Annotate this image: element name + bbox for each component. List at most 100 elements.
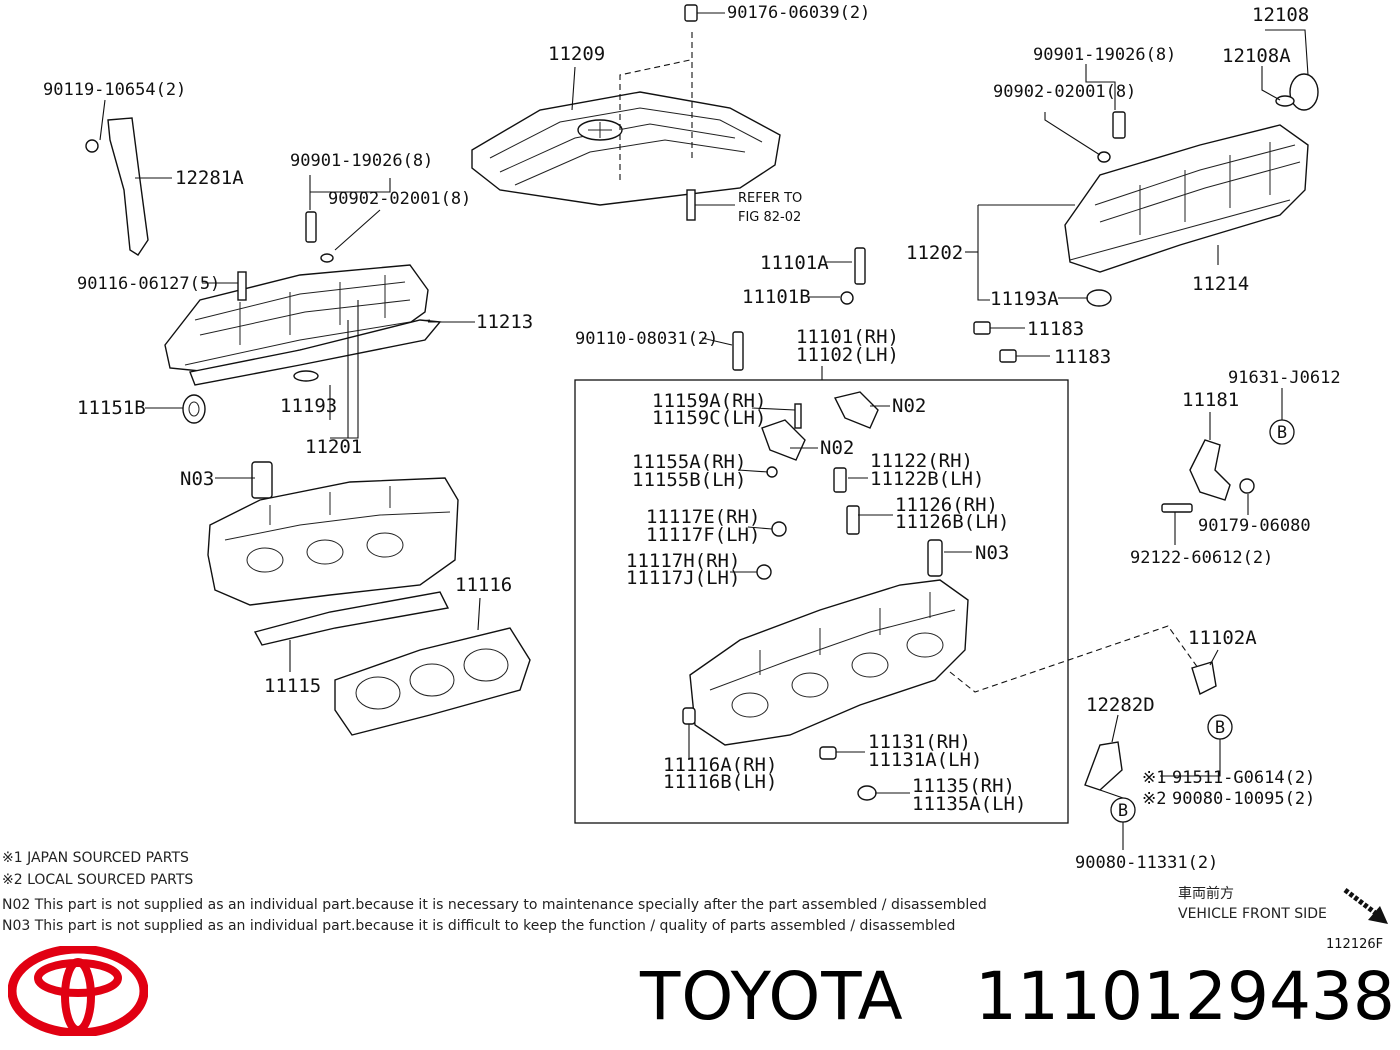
oil-filler-cap-part	[1289, 73, 1319, 111]
engine-hanger-rh-part	[1084, 741, 1123, 791]
manifold-gasket-part	[253, 591, 450, 646]
oil-seal-part	[182, 394, 206, 424]
camshaft-bolt-part	[854, 247, 866, 285]
valve-guide-part	[833, 467, 847, 493]
label-11135: 11135(RH)	[912, 775, 1015, 797]
label-90110-08031: 90110-08031(2)	[575, 329, 718, 349]
label-90901-19026-lh: 90901-19026(8)	[290, 151, 433, 171]
label-90119-10654: 90119-10654(2)	[43, 80, 186, 100]
label-11159c: 11159C(LH)	[652, 407, 766, 429]
stud-part	[237, 271, 247, 301]
bearing-cap-part	[761, 419, 806, 461]
label-mark-2: ※2	[1142, 789, 1166, 809]
label-12108a: 12108A	[1222, 45, 1291, 67]
label-11102-lh: 11102(LH)	[796, 344, 899, 366]
label-11122b: 11122B(LH)	[870, 468, 984, 490]
label-mark-1: ※1	[1142, 768, 1166, 788]
label-11122: 11122(RH)	[870, 450, 973, 472]
label-90901-19026-rh: 90901-19026(8)	[1033, 45, 1176, 65]
label-n02-lower: N02	[820, 437, 854, 459]
label-11213: 11213	[476, 311, 533, 333]
label-11116b: 11116B(LH)	[663, 771, 777, 793]
label-11117j: 11117J(LH)	[626, 567, 740, 589]
toyota-logo-icon	[8, 946, 148, 1036]
svg-text:B: B	[1215, 718, 1225, 738]
cylinder-head-gasket-part	[334, 627, 531, 736]
reference-marker-b: B	[1110, 797, 1136, 823]
label-fig-82-02: FIG 82-02	[738, 210, 801, 225]
dowel-pin-part	[251, 461, 273, 499]
orientation-label-en: VEHICLE FRONT SIDE	[1178, 906, 1327, 922]
plug-tube-gasket-part	[293, 370, 319, 382]
cover-bolt-rh-part	[1112, 111, 1126, 139]
brand-name: TOYOTA	[640, 958, 904, 1035]
part-number: 1110129438	[975, 958, 1395, 1035]
label-n03-right: N03	[975, 542, 1009, 564]
label-12281a: 12281A	[175, 167, 244, 189]
label-11101a: 11101A	[760, 252, 829, 274]
label-n02-upper: N02	[892, 395, 926, 417]
reference-marker-b: B	[1269, 419, 1295, 445]
cover-washer-rh-part	[1097, 151, 1111, 163]
figure-id: 112126F	[1326, 937, 1383, 952]
cover-stud-part	[686, 189, 735, 221]
label-90902-02001-rh: 90902-02001(8)	[993, 82, 1136, 102]
label-11193a: 11193A	[990, 288, 1059, 310]
label-90080-10095: 90080-10095(2)	[1172, 789, 1315, 809]
label-11131a: 11131A(LH)	[868, 749, 982, 771]
plug-tube-gasket-rh-part	[1086, 289, 1112, 307]
valve-guide-part	[846, 505, 860, 535]
assembly-guide-line	[949, 625, 1199, 693]
label-11155b: 11155B(LH)	[632, 469, 746, 491]
reference-marker-b: B	[1207, 714, 1233, 740]
note-n03: N03 This part is not supplied as an indi…	[2, 918, 955, 934]
orientation-label-jp: 車両前方	[1178, 885, 1234, 902]
label-11131: 11131(RH)	[868, 731, 971, 753]
engine-hanger-part	[107, 117, 149, 256]
label-92122-60612: 92122-60612(2)	[1130, 548, 1273, 568]
label-refer-to: REFER TO	[738, 191, 802, 206]
label-11181: 11181	[1182, 389, 1239, 411]
label-11115: 11115	[264, 675, 321, 697]
camshaft-washer-part	[840, 291, 854, 305]
label-11126b: 11126B(LH)	[895, 511, 1009, 533]
note-n02: N02 This part is not supplied as an indi…	[2, 897, 987, 913]
plug-part	[973, 321, 991, 335]
bracket-part	[1189, 439, 1231, 501]
sensor-part	[1191, 661, 1217, 695]
cap-bolt-part	[794, 403, 802, 429]
hanger-bolt-part	[85, 139, 99, 153]
head-cover-rh-part	[1064, 124, 1309, 273]
plug-part	[682, 707, 696, 725]
assembly-guide-line	[619, 59, 691, 180]
svg-text:B: B	[1118, 801, 1128, 821]
label-11135a: 11135A(LH)	[912, 793, 1026, 815]
svg-text:B: B	[1277, 423, 1287, 443]
label-90902-02001-lh: 90902-02001(8)	[328, 189, 471, 209]
label-11202: 11202	[906, 242, 963, 264]
engine-cover-part	[471, 91, 781, 206]
label-11116a: 11116A(RH)	[663, 754, 777, 776]
label-90176-06039: 90176-06039(2)	[727, 3, 870, 23]
label-11183-upper: 11183	[1027, 318, 1084, 340]
label-90080-11331: 90080-11331(2)	[1075, 853, 1218, 873]
grommet-part	[684, 4, 725, 22]
label-11151b: 11151B	[77, 397, 146, 419]
label-11201: 11201	[305, 436, 362, 458]
plug-small-part	[766, 466, 778, 478]
note-japan-sourced: ※1 JAPAN SOURCED PARTS	[2, 850, 189, 866]
head-bolt-part	[732, 331, 744, 371]
label-11117h: 11117H(RH)	[626, 550, 740, 572]
label-12108: 12108	[1252, 4, 1309, 26]
note-local-sourced: ※2 LOCAL SOURCED PARTS	[2, 872, 193, 888]
nut-part	[1239, 478, 1255, 494]
cap-gasket-part	[1275, 95, 1295, 107]
label-11193: 11193	[280, 395, 337, 417]
dowel-pin-part	[927, 539, 943, 577]
leader-lines	[99, 29, 1309, 850]
seal-cup-part	[819, 746, 837, 760]
label-11159a: 11159A(RH)	[652, 390, 766, 412]
front-direction-arrow-icon	[1343, 888, 1388, 924]
